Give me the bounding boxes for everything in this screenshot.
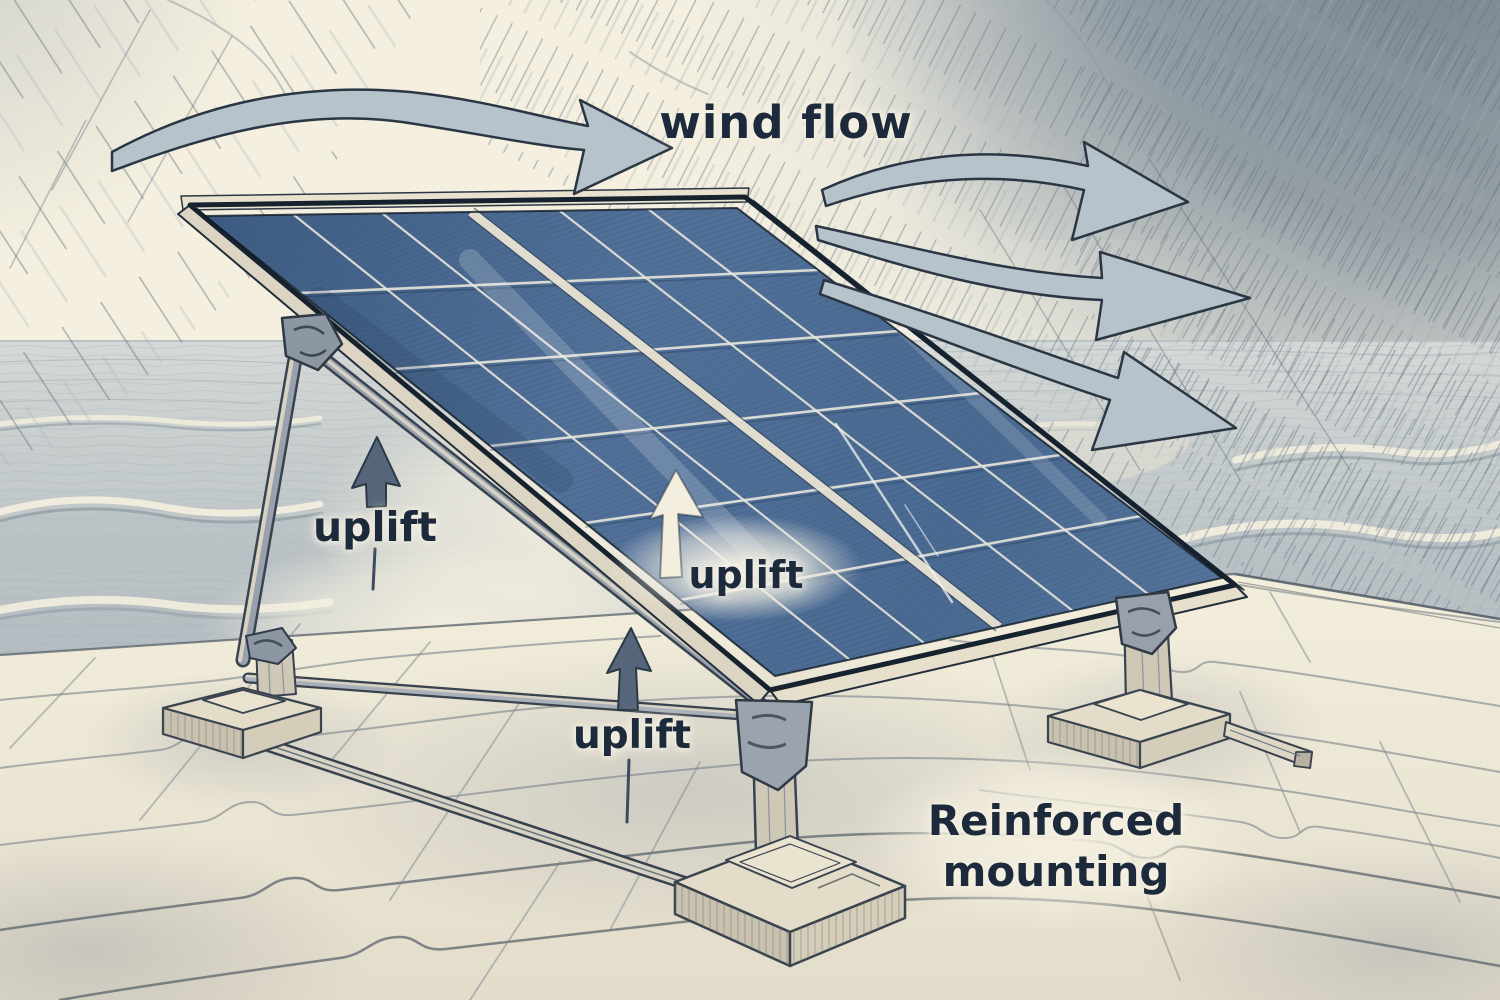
clamp-bracket-left-base bbox=[245, 627, 297, 665]
roof-edge-right bbox=[1234, 572, 1500, 621]
clamp-bracket-right bbox=[1114, 590, 1178, 656]
rear-leg-strut bbox=[238, 334, 298, 662]
panel-scratch-reflection bbox=[834, 422, 954, 604]
reinforced-mounting-label: Reinforced mounting bbox=[928, 795, 1184, 897]
uplift-arrow-panel bbox=[649, 469, 704, 579]
wind-arrow-right-2 bbox=[814, 224, 1252, 342]
uplift-arrow-left bbox=[351, 436, 401, 508]
panel-center-divider bbox=[468, 208, 1002, 631]
rain-right-dense bbox=[1080, 0, 1500, 620]
uplift-arrow-left-tail bbox=[371, 547, 377, 591]
mount-base-center bbox=[673, 835, 907, 968]
wind-arrow-right-1 bbox=[820, 140, 1190, 242]
label-highlight-patch bbox=[860, 748, 1250, 932]
clamp-bracket-center bbox=[734, 698, 814, 792]
uplift-label-lower: uplift bbox=[572, 713, 692, 758]
uplift-arrow-lower bbox=[606, 627, 652, 711]
reinforced-mounting-line1: Reinforced bbox=[927, 796, 1185, 845]
uplift-arrows bbox=[351, 436, 704, 824]
uplift-label-left: uplift bbox=[312, 503, 438, 551]
reinforced-mounting-line2: mounting bbox=[942, 847, 1170, 896]
mount-base-right bbox=[1046, 688, 1313, 770]
uplift-arrow-lower-tail bbox=[625, 758, 631, 824]
panel-frame-outline bbox=[187, 194, 1238, 693]
wind-arrows bbox=[110, 88, 1252, 452]
wind-arrow-right-3 bbox=[818, 278, 1238, 452]
bottom-chord-strut bbox=[245, 674, 757, 716]
clamp-brackets bbox=[280, 312, 1178, 792]
wind-arrow-main bbox=[110, 88, 674, 196]
uplift-label-panel: uplift bbox=[688, 553, 804, 597]
wind-flow-label: wind flow bbox=[659, 96, 913, 149]
mount-base-left bbox=[161, 627, 323, 760]
